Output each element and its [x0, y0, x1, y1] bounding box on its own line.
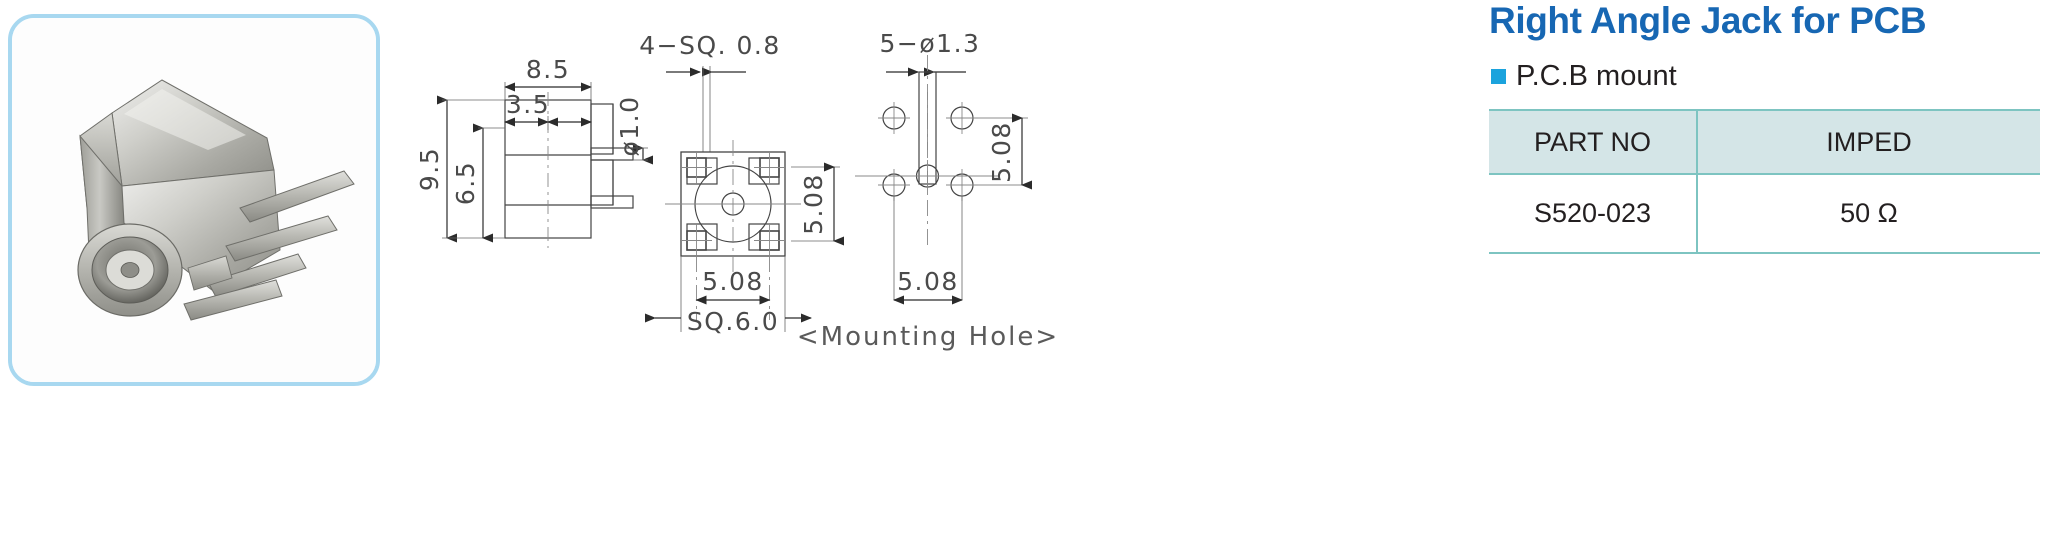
spec-table: PART NO IMPED S520-023 50 Ω: [1489, 109, 2040, 254]
cell-part-no: S520-023: [1489, 174, 1698, 254]
feature-bullet-row: P.C.B mount: [1491, 62, 2034, 91]
dim-end-vertical-pitch: 5.08: [799, 173, 828, 235]
feature-bullet-label: P.C.B mount: [1516, 60, 1677, 92]
product-photo-panel: [8, 14, 380, 386]
product-info-panel: Right Angle Jack for PCB P.C.B mount PAR…: [1489, 0, 2040, 254]
dim-overall-height: 9.5: [415, 147, 444, 191]
table-row: S520-023 50 Ω: [1489, 174, 2040, 254]
front-elevation-view: 8.5 3.5 9.5 6.5 ø1.0: [415, 55, 653, 248]
dim-pin-diameter: ø1.0: [615, 95, 644, 156]
product-photo: [12, 18, 376, 382]
connector-photo-illustration: [77, 79, 355, 321]
table-header-row: PART NO IMPED: [1489, 109, 2040, 175]
page-title: Right Angle Jack for PCB: [1489, 0, 1927, 41]
mounting-hole-view: 5−ø1.3: [797, 29, 1059, 352]
note-four-square-pins: 4−SQ. 0.8: [639, 31, 781, 60]
mounting-hole-caption: <Mounting Hole>: [797, 322, 1059, 352]
drawing-svg: 8.5 3.5 9.5 6.5 ø1.0 4−SQ. 0.8: [415, 29, 1059, 352]
bullet-square-icon: [1491, 69, 1506, 84]
dim-square-body: SQ.6.0: [687, 307, 779, 336]
column-header-part-no: PART NO: [1489, 109, 1698, 175]
technical-drawing: 8.5 3.5 9.5 6.5 ø1.0 4−SQ. 0.8: [400, 0, 1060, 420]
dim-body-height: 6.5: [451, 161, 480, 205]
column-header-imped: IMPED: [1697, 109, 2040, 175]
note-five-holes: 5−ø1.3: [880, 29, 981, 58]
dim-overall-width: 8.5: [526, 55, 570, 84]
dim-inner-width: 3.5: [506, 90, 550, 119]
dim-hole-vertical-pitch: 5.08: [987, 121, 1016, 183]
dim-hole-horizontal-pitch: 5.08: [897, 267, 959, 296]
end-plan-view: 4−SQ. 0.8: [639, 31, 844, 336]
dim-end-horizontal-pitch: 5.08: [702, 267, 764, 296]
cell-imped: 50 Ω: [1697, 174, 2040, 254]
